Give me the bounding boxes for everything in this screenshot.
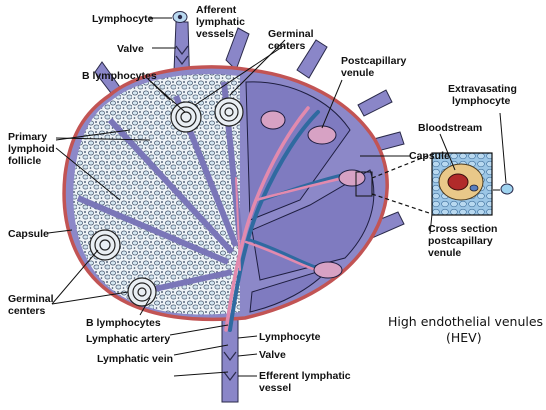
label-hev-1: High endothelial venules: [388, 314, 543, 329]
label-capsule-right: Capsule: [409, 150, 450, 162]
germinal-center-icon: [90, 230, 120, 260]
label-cross-section-3: venule: [428, 247, 461, 259]
label-lymphocyte-top: Lymphocyte: [92, 13, 154, 25]
germinal-center-icon: [128, 278, 156, 306]
label-lymphatic-vein: Lymphatic vein: [97, 353, 173, 365]
label-germinal-top-1: Germinal: [268, 28, 314, 40]
label-postcapillary-2: venule: [341, 67, 374, 79]
label-valve-top: Valve: [117, 43, 144, 55]
label-primary-1: Primary: [8, 131, 47, 143]
germinal-center-icon: [215, 98, 243, 126]
label-efferent-1: Efferent lymphatic: [259, 370, 351, 382]
label-b-lymphocytes-bottom: B lymphocytes: [86, 317, 161, 329]
label-extravasating-1: Extravasating: [448, 83, 517, 95]
afferent-vessel-right: [358, 90, 392, 116]
label-capsule-left: Capsule: [8, 228, 49, 240]
label-germinal-bottom-2: centers: [8, 305, 46, 317]
label-lymphatic-artery: Lymphatic artery: [86, 333, 170, 345]
label-cross-section-1: Cross section: [428, 223, 497, 235]
label-afferent-1: Afferent: [196, 4, 237, 16]
label-primary-3: follicle: [8, 155, 41, 167]
label-lymphocyte-bottom: Lymphocyte: [259, 331, 321, 343]
label-efferent-2: vessel: [259, 382, 291, 394]
label-cross-section-2: postcapillary: [428, 235, 493, 247]
hev-cross-section-icon: [432, 153, 492, 215]
label-hev-2: (HEV): [446, 330, 482, 345]
germinal-center-icon: [171, 102, 201, 132]
extravasating-lymphocyte-icon: [501, 184, 513, 194]
label-postcapillary-1: Postcapillary: [341, 55, 407, 67]
label-afferent-3: vessels: [196, 28, 234, 40]
label-extravasating-2: lymphocyte: [452, 95, 511, 107]
lymphocyte-cell-icon: [173, 12, 187, 23]
label-b-lymphocytes-top: B lymphocytes: [82, 70, 157, 82]
label-bloodstream: Bloodstream: [418, 122, 482, 134]
label-afferent-2: lymphatic: [196, 16, 245, 28]
label-primary-2: lymphoid: [8, 143, 55, 155]
label-germinal-top-2: centers: [268, 40, 306, 52]
label-germinal-bottom-1: Germinal: [8, 293, 54, 305]
label-valve-bottom: Valve: [259, 349, 286, 361]
